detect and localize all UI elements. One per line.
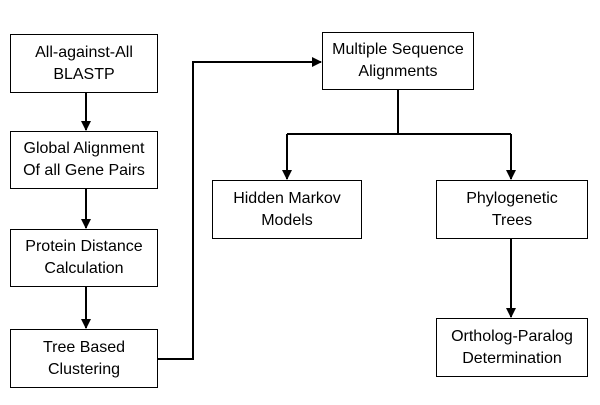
node-label: Multiple Sequence Alignments	[332, 41, 464, 80]
node-label: Global Alignment Of all Gene Pairs	[23, 140, 145, 179]
node-tree-based-clustering: Tree Based Clustering	[10, 329, 158, 388]
node-phylogenetic-trees: Phylogenetic Trees	[436, 180, 588, 239]
node-label: Ortholog-Paralog Determination	[451, 327, 573, 367]
node-ortholog-paralog-determination: Ortholog-Paralog Determination	[436, 318, 588, 377]
node-label: Hidden Markov Models	[233, 189, 341, 229]
arrow-clustering-to-msa	[158, 57, 322, 360]
node-label: All-against-All BLASTP	[35, 43, 133, 83]
node-multiple-sequence-alignments: Multiple Sequence Alignments	[322, 32, 474, 90]
node-global-alignment: Global Alignment Of all Gene Pairs	[10, 131, 158, 189]
node-protein-distance-calculation: Protein Distance Calculation	[10, 229, 158, 287]
node-label: Tree Based Clustering	[42, 338, 126, 378]
node-hidden-markov-models: Hidden Markov Models	[212, 180, 362, 239]
node-all-against-all-blastp: All-against-All BLASTP	[10, 34, 158, 93]
node-label: Protein Distance Calculation	[25, 238, 143, 277]
node-label: Phylogenetic Trees	[466, 189, 558, 229]
